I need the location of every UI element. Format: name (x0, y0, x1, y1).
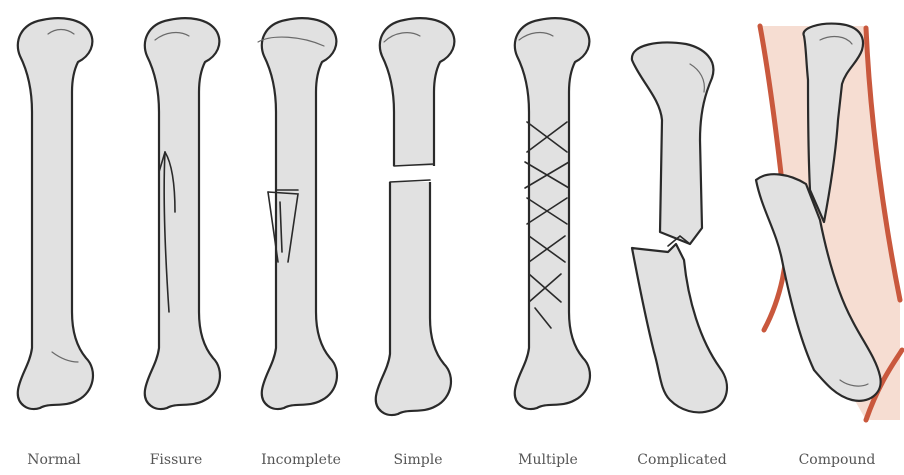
bone-compound (756, 24, 902, 420)
bone-simple (376, 18, 455, 415)
bone-complicated (632, 43, 727, 413)
bone-fissure (145, 18, 220, 409)
label-normal: Normal (0, 449, 108, 471)
label-multiple: Multiple (496, 449, 600, 471)
label-compound: Compound (776, 449, 898, 471)
label-complicated: Complicated (620, 449, 744, 471)
label-simple: Simple (370, 449, 466, 471)
label-fissure: Fissure (126, 449, 226, 471)
bone-normal (18, 18, 93, 409)
bone-multiple (515, 18, 590, 409)
bone-incomplete (258, 18, 337, 409)
label-incomplete: Incomplete (242, 449, 360, 471)
